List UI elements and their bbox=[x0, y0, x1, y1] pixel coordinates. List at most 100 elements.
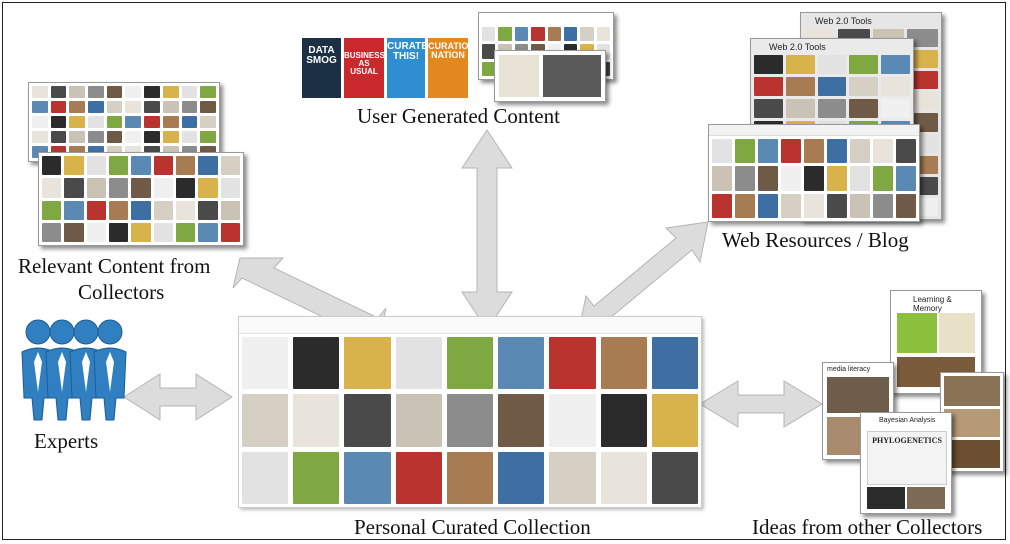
thumbnail-tile bbox=[881, 77, 910, 96]
thumbnail-tile bbox=[651, 394, 698, 447]
thumbnail-tile bbox=[88, 116, 104, 128]
blog-post-thumbnail bbox=[494, 50, 606, 102]
person-tie-icon bbox=[82, 352, 90, 392]
thumbnail-tile bbox=[906, 71, 938, 90]
thumbnail-tile bbox=[781, 139, 801, 164]
thumbnail-tile bbox=[69, 116, 86, 128]
thumbnail-tile bbox=[785, 99, 815, 118]
thumbnail-tile bbox=[651, 337, 698, 390]
thumbnail-tile bbox=[181, 116, 198, 128]
thumbnail-tile bbox=[758, 166, 778, 191]
thumbnail-tile bbox=[42, 222, 62, 242]
thumbnail-tile bbox=[162, 116, 179, 128]
thumbnail-tile bbox=[64, 156, 84, 176]
thumbnail-tile bbox=[69, 101, 86, 113]
thumbnail-tile bbox=[827, 193, 847, 218]
thumbnail-tile bbox=[131, 200, 151, 220]
thumbnail-tile bbox=[600, 451, 647, 504]
label-relevant-content-line2: Collectors bbox=[78, 280, 165, 304]
thumbnail-tile bbox=[32, 86, 48, 98]
thumbnail-tile bbox=[906, 92, 938, 111]
thumbnail-tile bbox=[873, 193, 893, 218]
label-ideas-from-other-collectors: Ideas from other Collectors bbox=[752, 515, 983, 539]
person-tie-icon bbox=[58, 352, 66, 392]
thumbnail-tile bbox=[712, 193, 732, 218]
thumbnail-tile bbox=[817, 55, 847, 74]
thumbnail-tile bbox=[198, 178, 218, 198]
thumbnail-tile bbox=[804, 193, 824, 218]
thumbnail-tile bbox=[514, 27, 529, 42]
thumbnail-tile bbox=[498, 394, 545, 447]
thumbnail-tile bbox=[106, 116, 123, 128]
thumbnail-tile bbox=[220, 156, 240, 176]
thumbnail-tile bbox=[106, 86, 123, 98]
person-tie-icon bbox=[106, 352, 114, 392]
label-web-resources-blog: Web Resources / Blog bbox=[722, 228, 909, 252]
thumbnail-tile bbox=[198, 200, 218, 220]
double-arrow-icon bbox=[123, 373, 233, 421]
thumbnail-tile bbox=[293, 337, 340, 390]
thumbnail-tile bbox=[482, 27, 496, 42]
label-experts: Experts bbox=[34, 429, 99, 453]
thumbnail-tile bbox=[220, 200, 240, 220]
thumbnail-tile bbox=[827, 139, 847, 164]
thumbnail-tile bbox=[106, 101, 123, 113]
thumbnail-tile bbox=[482, 61, 496, 76]
thumbnail-tile bbox=[242, 337, 289, 390]
person-tie-icon bbox=[34, 352, 42, 392]
thumbnail-tile bbox=[849, 99, 879, 118]
thumbnail-tile bbox=[906, 50, 938, 69]
thumbnail-tile bbox=[850, 193, 870, 218]
thumbnail-tile bbox=[754, 55, 783, 74]
person-head-icon bbox=[97, 319, 123, 345]
book-covers-thumbnail: DATA SMOG BUSINESS AS USUAL CURATE THIS!… bbox=[302, 38, 468, 98]
thumbnail-tile bbox=[198, 222, 218, 242]
thumbnail-tile bbox=[293, 451, 340, 504]
thumbnail-tile bbox=[881, 99, 910, 118]
thumbnail-tile bbox=[758, 193, 778, 218]
thumbnail-tile bbox=[144, 116, 160, 128]
thumbnail-tile bbox=[88, 131, 104, 143]
person-head-icon bbox=[25, 319, 51, 345]
thumbnail-tile bbox=[531, 27, 545, 42]
thumbnail-tile bbox=[446, 337, 494, 390]
thumbnail-tile bbox=[181, 101, 198, 113]
thumbnail-tile bbox=[712, 139, 732, 164]
thumbnail-tile bbox=[735, 166, 755, 191]
thumbnail-tile bbox=[32, 131, 48, 143]
thumbnail-tile bbox=[86, 222, 106, 242]
thumbnail-tile bbox=[446, 451, 494, 504]
thumbnail-tile bbox=[50, 131, 67, 143]
thumbnail-tile bbox=[153, 222, 173, 242]
thumbnail-tile bbox=[162, 101, 179, 113]
thumbnail-tile bbox=[176, 222, 196, 242]
thumbnail-tile bbox=[198, 156, 218, 176]
thumbnail-tile bbox=[153, 156, 173, 176]
thumbnail-tile bbox=[549, 337, 596, 390]
person-head-icon bbox=[73, 319, 99, 345]
thumbnail-tile bbox=[896, 193, 916, 218]
book-cover-data-smog: DATA SMOG bbox=[302, 38, 341, 98]
thumbnail-tile bbox=[64, 222, 84, 242]
thumbnail-tile bbox=[42, 156, 62, 176]
thumbnail-tile bbox=[109, 222, 129, 242]
label-relevant-content-line1: Relevant Content from bbox=[18, 254, 211, 278]
thumbnail-tile bbox=[162, 86, 179, 98]
thumbnail-tile bbox=[873, 139, 893, 164]
thumbnail-tile bbox=[69, 86, 86, 98]
thumbnail-tile bbox=[200, 131, 216, 143]
thumbnail-tile bbox=[547, 27, 561, 42]
thumbnail-tile bbox=[446, 394, 494, 447]
thumbnail-tile bbox=[162, 131, 179, 143]
thumbnail-tile bbox=[549, 394, 596, 447]
thumbnail-tile bbox=[881, 55, 910, 74]
label-user-generated-content: User Generated Content bbox=[357, 104, 560, 128]
thumbnail-tile bbox=[242, 394, 289, 447]
thumbnail-tile bbox=[144, 101, 160, 113]
thumbnail-tile bbox=[785, 55, 815, 74]
thumbnail-tile bbox=[580, 27, 594, 42]
personal-collection-board bbox=[238, 316, 702, 508]
thumbnail-tile bbox=[32, 101, 48, 113]
thumbnail-tile bbox=[896, 166, 916, 191]
thumbnail-tile bbox=[181, 86, 198, 98]
